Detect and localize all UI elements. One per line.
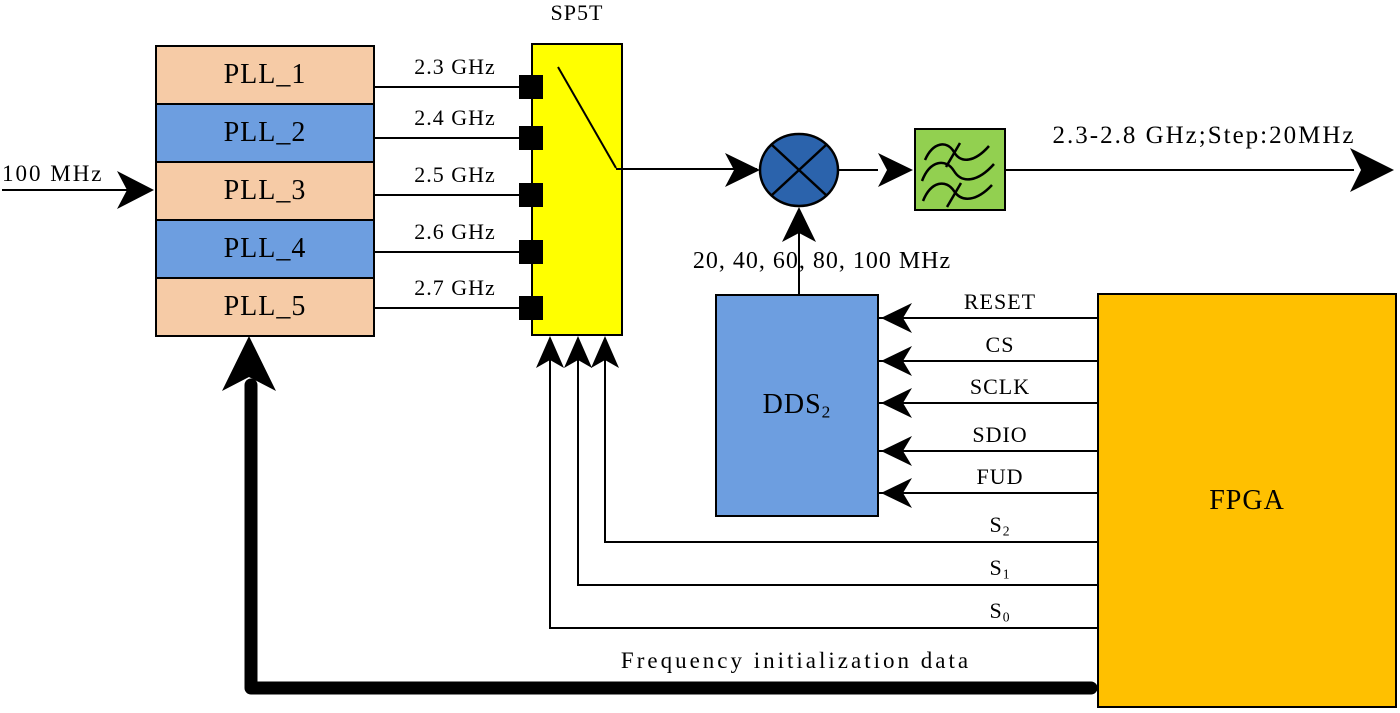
pll4-output-frequency-label: 2.6 GHz [414, 219, 496, 244]
pll-block-1: PLL_1 [155, 45, 375, 105]
mixer-lo-arrowhead [782, 207, 816, 242]
pll-label: PLL_1 [223, 59, 307, 90]
control-signal-label-reset: RESET [963, 289, 1037, 314]
output-arrowhead [1350, 148, 1394, 192]
dds-block: DDS2 [715, 294, 879, 517]
pll1-output-frequency-label: 2.3 GHz [414, 54, 496, 79]
input-frequency-label: 100 MHz [2, 161, 104, 186]
feedback-arrowhead [222, 336, 276, 391]
output-frequency-label: 2.3-2.8 GHz;Step:20MHz [1052, 122, 1356, 149]
pll-label: PLL_3 [223, 175, 307, 206]
s2-arrowhead [591, 336, 619, 368]
switch-title: SP5T [550, 0, 604, 25]
control-signal-label-sdio: SDIO [972, 422, 1028, 447]
filter-input-arrowhead [878, 153, 913, 187]
s1-arrowhead [564, 336, 592, 368]
pll5-output-frequency-label: 2.7 GHz [414, 275, 496, 300]
dds-label: DDS2 [762, 388, 832, 422]
control-signal-label-cs: CS [985, 332, 1015, 357]
pll-label: PLL_5 [223, 291, 307, 322]
mixer-symbol [758, 132, 840, 208]
pll-block-5: PLL_5 [155, 277, 375, 337]
pll-block-2: PLL_2 [155, 103, 375, 163]
input-arrowhead [117, 171, 154, 209]
dds-output-frequencies-label: 20, 40, 60, 80, 100 MHz [692, 248, 952, 274]
sp5t-switch-block [531, 43, 623, 336]
select-signal-label-s2: S2 [989, 512, 1011, 539]
s0-arrowhead [536, 336, 564, 368]
pll-label: PLL_4 [223, 233, 307, 264]
pll3-output-frequency-label: 2.5 GHz [414, 162, 496, 187]
mixer-input-arrowhead [725, 153, 760, 187]
select-signal-label-s1: S1 [989, 555, 1011, 582]
control-signal-label-fud: FUD [976, 464, 1024, 489]
select-signal-label-s0: S0 [989, 598, 1011, 625]
fpga-label: FPGA [1209, 484, 1285, 516]
pll2-output-frequency-label: 2.4 GHz [414, 105, 496, 130]
bandpass-filter-block [914, 128, 1006, 211]
pll-block-3: PLL_3 [155, 161, 375, 221]
pll-label: PLL_2 [223, 117, 307, 148]
feedback-data-label: Frequency initialization data [620, 648, 972, 673]
control-signal-label-sclk: SCLK [969, 374, 1031, 399]
pll-block-4: PLL_4 [155, 219, 375, 279]
fpga-block: FPGA [1097, 293, 1397, 708]
